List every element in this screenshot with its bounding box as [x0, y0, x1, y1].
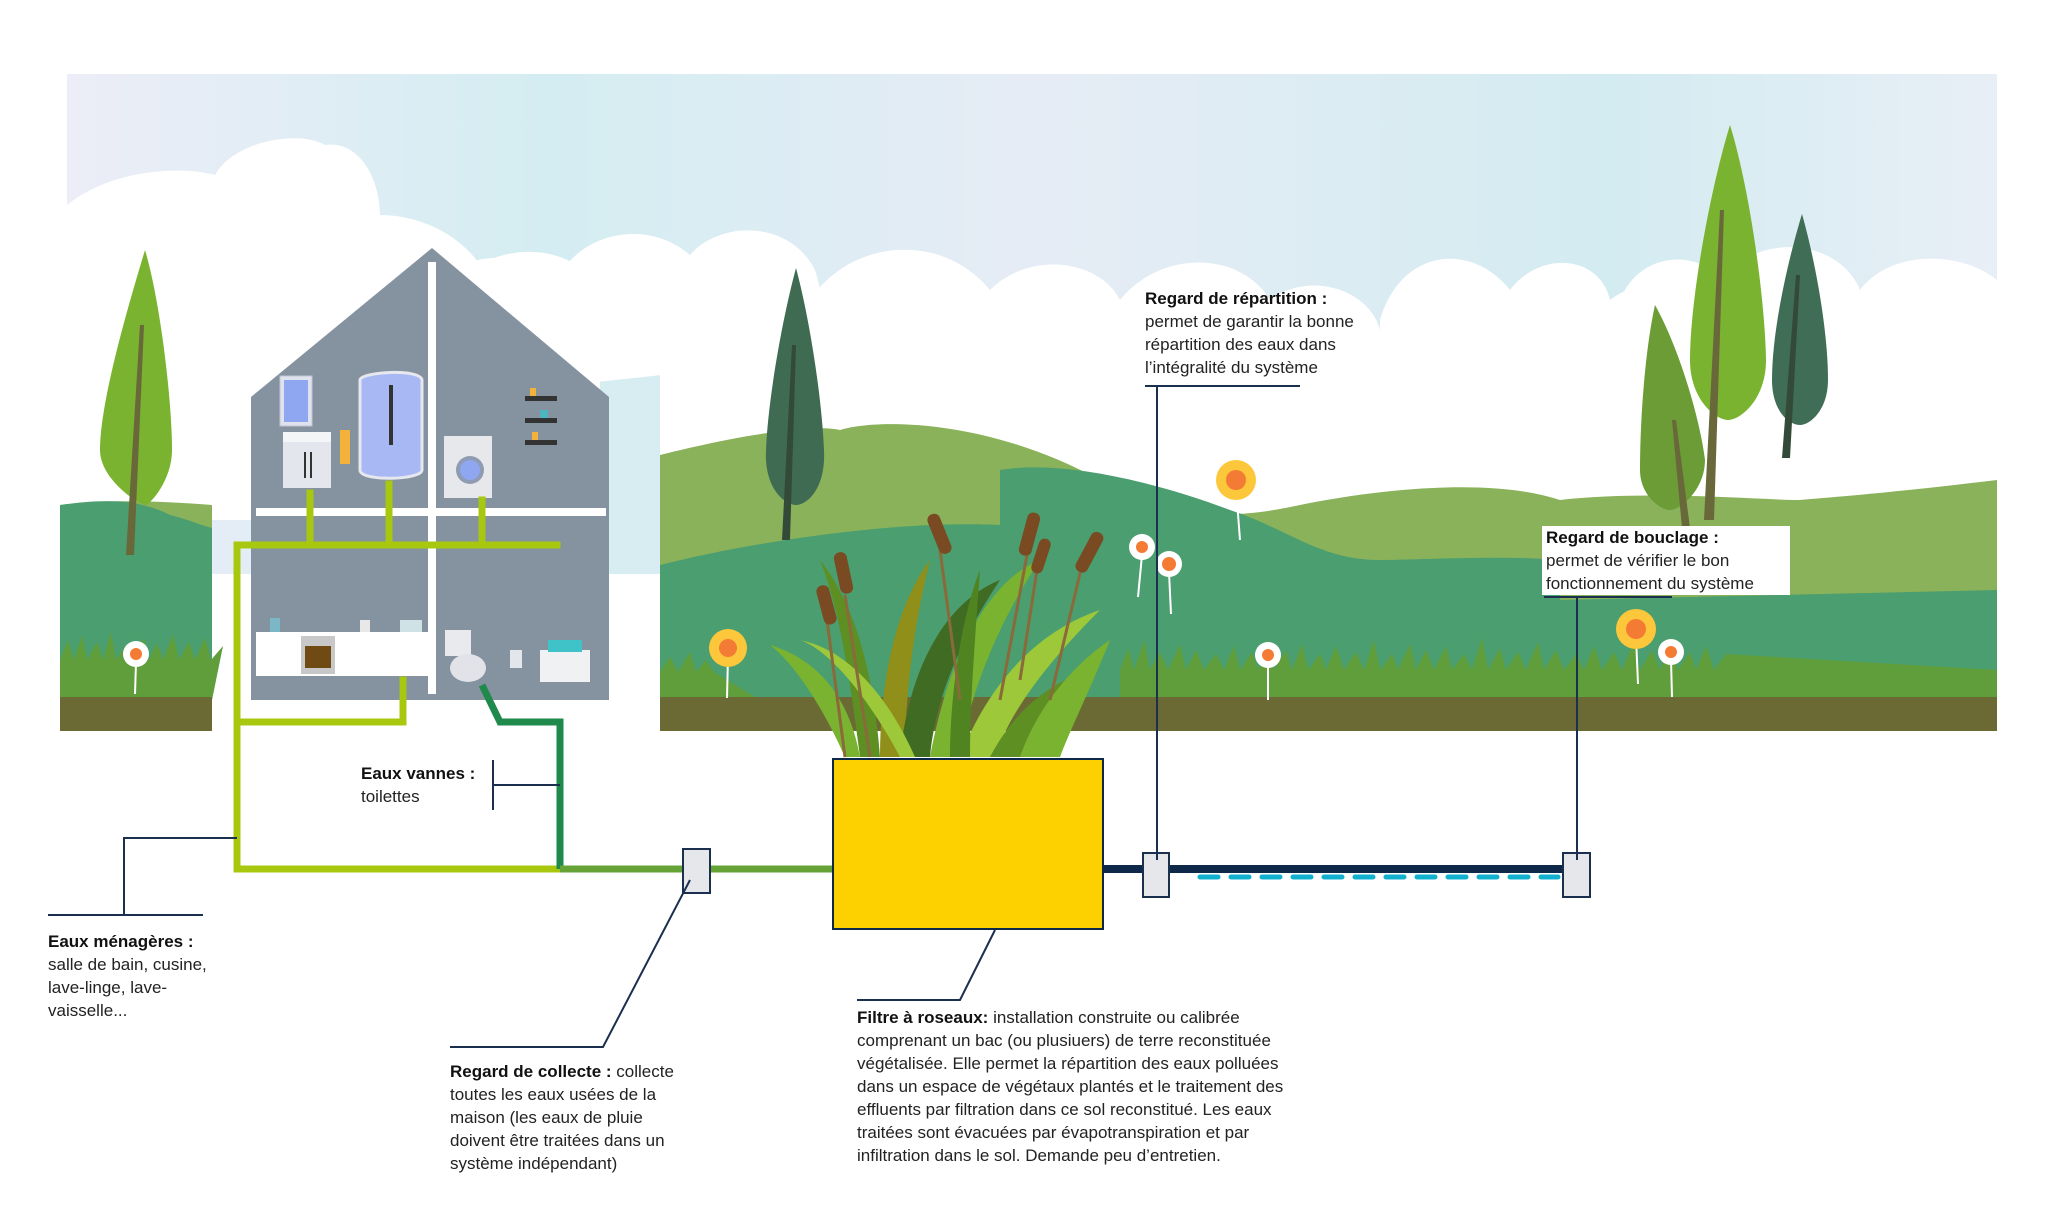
leader-eaux-menageres-link — [123, 837, 237, 915]
label-title: Eaux vannes : — [361, 764, 476, 783]
grass — [660, 638, 1997, 700]
toilet-icon — [445, 630, 486, 682]
filter-tank — [832, 758, 1104, 930]
label-filtre-roseaux: Filtre à roseaux: installation construit… — [857, 1006, 1307, 1167]
poplar-tree — [1640, 305, 1705, 510]
poplar-tree-dark — [1772, 214, 1828, 425]
washing-machine-icon — [444, 436, 492, 498]
poplar-tree-dark — [765, 268, 825, 505]
house — [251, 248, 609, 700]
daisy-flower — [1129, 534, 1155, 598]
soil — [60, 697, 212, 731]
label-regard-collecte: Regard de collecte : collecte toutes les… — [450, 1060, 695, 1175]
sunflower — [1616, 609, 1656, 685]
label-text: installation construite ou calibrée comp… — [857, 1008, 1284, 1165]
daisy-flower — [1156, 551, 1182, 615]
towel-icon — [340, 430, 350, 464]
poplar-tree-tall — [1690, 125, 1766, 420]
floor-divider — [256, 508, 606, 516]
cattail — [1075, 531, 1104, 573]
label-title: Regard de collecte : — [450, 1062, 612, 1081]
label-title: Eaux ménagères : — [48, 932, 194, 951]
label-eaux-menageres: Eaux ménagères : salle de bain, cusine, … — [48, 930, 223, 1022]
sunflower — [1216, 460, 1256, 541]
label-text: collecte toutes les eaux usées de la mai… — [450, 1062, 674, 1173]
shelves-icon — [525, 388, 557, 445]
tree-trunk — [782, 345, 796, 540]
cattail — [833, 552, 854, 594]
tree-trunk — [1672, 420, 1690, 528]
left-landscape — [60, 250, 223, 731]
label-title: Filtre à roseaux: — [857, 1008, 989, 1027]
cattail — [1018, 512, 1041, 556]
daisy-flower — [1255, 642, 1281, 700]
tree-trunk — [1782, 275, 1800, 458]
tree-trunk — [1704, 210, 1724, 520]
stool-icon — [540, 640, 590, 682]
leader-lines — [48, 385, 1672, 1048]
regard-repartition-box — [1142, 852, 1170, 898]
kitchen-icon — [256, 618, 428, 676]
shower-cabin-icon — [358, 370, 424, 480]
reed-filter — [770, 512, 1110, 930]
poplar-tree — [100, 250, 172, 505]
label-eaux-vannes: Eaux vannes : toilettes — [361, 762, 491, 808]
label-text: toilettes — [361, 787, 420, 806]
cattail — [927, 513, 952, 554]
tree-trunk — [126, 325, 144, 555]
leader-filtre-roseaux — [857, 929, 996, 1001]
interior-wall-vertical — [428, 262, 436, 694]
label-text: permet de garantir la bonne répartition … — [1145, 312, 1354, 377]
label-text: salle de bain, cusine, lave-linge, lave-… — [48, 955, 207, 1020]
label-regard-repartition: Regard de répartition : permet de garant… — [1145, 287, 1395, 379]
daisy-flower — [1658, 639, 1684, 698]
bathroom-sink-icon — [279, 375, 331, 488]
bin-icon — [510, 650, 522, 668]
label-regard-bouclage: Regard de bouclage : permet de vérifier … — [1542, 526, 1790, 595]
cattail — [1031, 538, 1051, 574]
label-text: permet de vérifier le bon fonctionnement… — [1546, 551, 1754, 593]
cattail — [816, 585, 837, 625]
label-title: Regard de bouclage : — [1546, 528, 1719, 547]
label-title: Regard de répartition : — [1145, 289, 1328, 308]
sunflower — [709, 629, 747, 699]
leader-regard-collecte — [450, 879, 691, 1048]
reeds-icon — [770, 512, 1110, 758]
grass — [60, 632, 223, 700]
daisy-flower — [123, 641, 149, 695]
black-water-pipe — [478, 683, 564, 869]
